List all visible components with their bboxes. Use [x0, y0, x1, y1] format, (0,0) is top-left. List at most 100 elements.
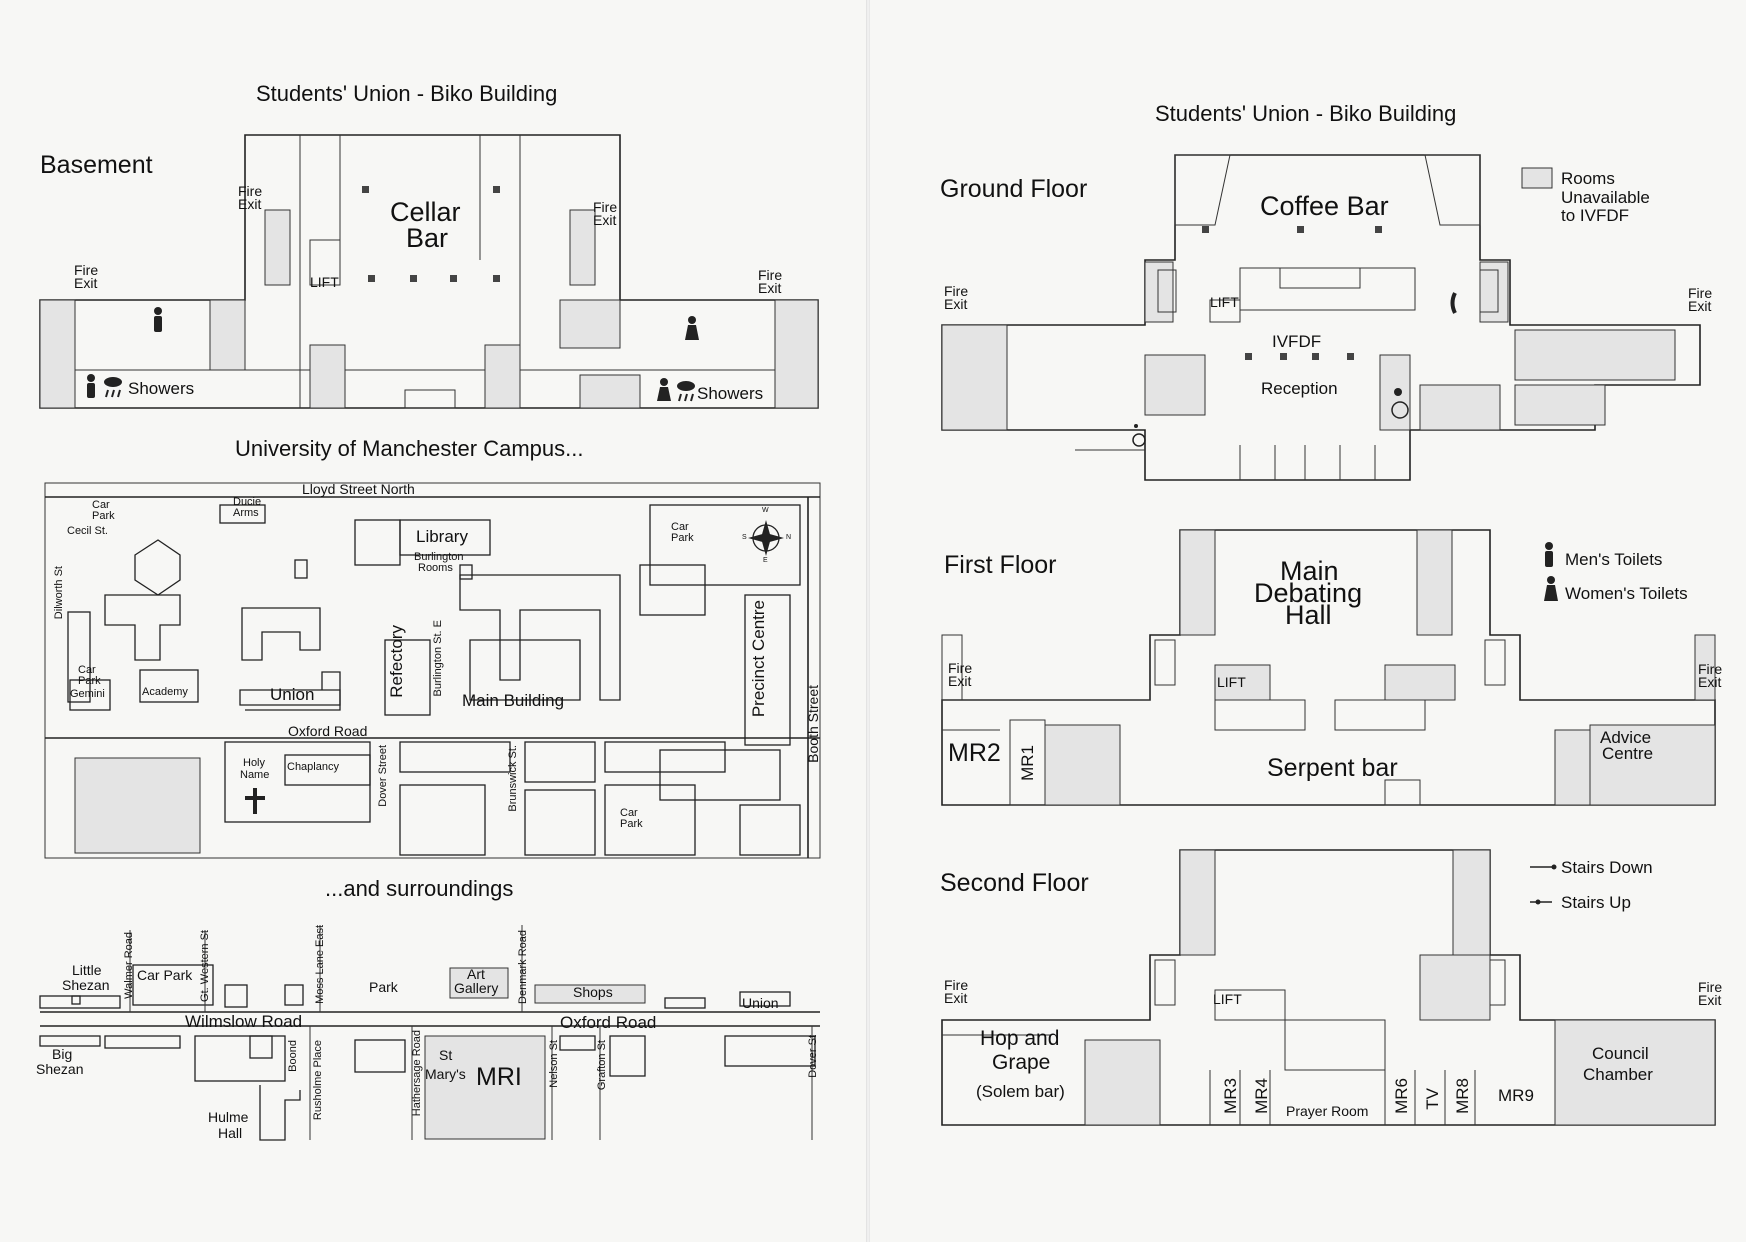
first-fire-exit-1b: Exit: [948, 673, 972, 689]
car-park-1a: Car: [92, 499, 110, 511]
lloyd-street-north-label: Lloyd Street North: [302, 481, 415, 497]
hathersage-road-label: Hathersage Road: [411, 1030, 423, 1117]
basement-plan: [39, 134, 819, 409]
tv-label: TV: [1423, 1088, 1442, 1110]
fire-exit-1b: Exit: [238, 196, 262, 212]
compass-s: S: [742, 534, 747, 541]
compass-w: W: [762, 507, 769, 514]
wilmslow-road-label: Wilmslow Road: [185, 1012, 303, 1031]
booth-street-label: Booth Street: [805, 685, 821, 763]
compass-n: N: [786, 534, 792, 541]
campus-title: University of Manchester Campus...: [235, 436, 584, 461]
second-lift-label: LIFT: [1213, 991, 1242, 1007]
serpent-bar-label: Serpent bar: [1267, 754, 1398, 782]
chaplancy-label: Chaplancy: [287, 761, 339, 773]
main-debating-hall-2: Debating: [1254, 578, 1363, 608]
first-fire-exit-2a: Fire: [1698, 661, 1723, 677]
walmer-road-label: Walmer Road: [123, 932, 135, 999]
grafton-st-label: Grafton St: [596, 1040, 608, 1091]
ground-fire-exit-2b: Exit: [1688, 298, 1712, 314]
ducie-arms-a: Ducie: [233, 496, 262, 508]
precinct-centre-label: Precinct Centre: [749, 600, 768, 718]
cellar-bar-label-2: Bar: [406, 223, 449, 253]
brunswick-st-label: Brunswick St.: [507, 745, 519, 812]
mr9-label: MR9: [1498, 1086, 1534, 1105]
car-park-2a: Car: [78, 664, 96, 676]
union-surround-label: Union: [742, 995, 779, 1011]
prayer-room-label: Prayer Room: [1286, 1103, 1369, 1119]
dover-st-label: Dover St: [807, 1035, 819, 1078]
showers-label-women: Showers: [697, 384, 764, 403]
ground-fire-exit-2a: Fire: [1688, 285, 1713, 301]
car-park-1b: Park: [92, 510, 115, 522]
art-gallery-a: Art: [467, 966, 485, 982]
first-fire-exit-2b: Exit: [1698, 674, 1722, 690]
campus-map: [44, 482, 821, 859]
hulme-hall-a: Hulme: [208, 1109, 249, 1125]
car-park-4b: Park: [620, 818, 643, 830]
showers-label-men: Showers: [128, 379, 195, 398]
st-marys-b: Mary's: [425, 1066, 466, 1082]
dilworth-st-label: Dilworth St: [53, 566, 65, 620]
ground-fire-exit-1b: Exit: [944, 296, 968, 312]
left-page-drawing: [39, 134, 821, 1141]
second-fire-exit-1b: Exit: [944, 990, 968, 1006]
mr4-label: MR4: [1252, 1078, 1271, 1114]
surroundings-map: [39, 925, 820, 1141]
holy-name-b: Name: [240, 769, 270, 781]
legend-stairs-up: Stairs Up: [1561, 893, 1631, 912]
main-debating-hall-3: Hall: [1285, 600, 1332, 630]
main-building-label: Main Building: [462, 691, 565, 710]
denmark-road-label: Denmark Road: [517, 930, 529, 1004]
mr1-label: MR1: [1018, 745, 1037, 781]
hop-and-grape-a: Hop and: [980, 1027, 1060, 1050]
rusholme-place-label: Rusholme Place: [312, 1040, 324, 1121]
showers-men-icon: [87, 374, 122, 398]
ivfdf-label: IVFDF: [1272, 332, 1322, 351]
oxford-road-campus-label: Oxford Road: [288, 723, 368, 739]
cecil-st-label: Cecil St.: [67, 525, 108, 537]
burlington-rooms-a: Burlington: [414, 551, 464, 563]
council-chamber-a: Council: [1592, 1044, 1649, 1063]
legend-rooms-2: Unavailable: [1561, 188, 1650, 207]
biko-title-right: Students' Union - Biko Building: [1155, 101, 1457, 126]
gemini-label: Gemini: [70, 688, 105, 700]
car-park-2b: Park: [78, 675, 101, 687]
legend-mens: Men's Toilets: [1565, 550, 1663, 569]
first-floor-heading: First Floor: [944, 551, 1057, 579]
ground-floor-heading: Ground Floor: [940, 175, 1088, 203]
gt-western-st-label: Gt. Western St: [199, 930, 211, 1002]
fire-exit-4b: Exit: [758, 280, 782, 296]
compass-icon: [748, 520, 784, 556]
coffee-bar-label: Coffee Bar: [1260, 191, 1389, 221]
ground-fire-exit-1a: Fire: [944, 283, 969, 299]
academy-label: Academy: [142, 686, 188, 698]
shops-label: Shops: [573, 984, 613, 1000]
oxford-road-surround-label: Oxford Road: [560, 1013, 657, 1032]
car-park-3a: Car: [671, 521, 689, 533]
car-park-surround-label: Car Park: [137, 967, 193, 983]
legend-rooms-1: Rooms: [1561, 169, 1615, 188]
biko-title-left: Students' Union - Biko Building: [256, 81, 558, 106]
surroundings-title: ...and surroundings: [325, 876, 514, 901]
basement-lift-label: LIFT: [310, 274, 339, 290]
legend-rooms-3: to IVFDF: [1561, 206, 1630, 225]
burlington-rooms-b: Rooms: [418, 562, 453, 574]
art-gallery-b: Gallery: [454, 980, 499, 996]
dover-street-label: Dover Street: [377, 745, 389, 807]
little-shezan-a: Little: [72, 962, 102, 978]
mr2-label: MR2: [948, 739, 1001, 767]
union-campus-label: Union: [270, 685, 315, 704]
solem-bar-label: (Solem bar): [976, 1082, 1065, 1101]
church-cross-icon: [245, 788, 265, 814]
second-fire-exit-1a: Fire: [944, 977, 969, 993]
womens-toilet-icon: [685, 316, 699, 340]
legend-womens: Women's Toilets: [1565, 584, 1688, 603]
legend-stairs-down: Stairs Down: [1561, 858, 1653, 877]
second-fire-exit-2a: Fire: [1698, 979, 1723, 995]
first-fire-exit-1a: Fire: [948, 660, 973, 676]
compass-e: E: [763, 557, 768, 564]
fire-exit-3b: Exit: [74, 275, 98, 291]
main-debating-hall-1: Main: [1280, 556, 1339, 586]
library-label: Library: [416, 527, 468, 546]
